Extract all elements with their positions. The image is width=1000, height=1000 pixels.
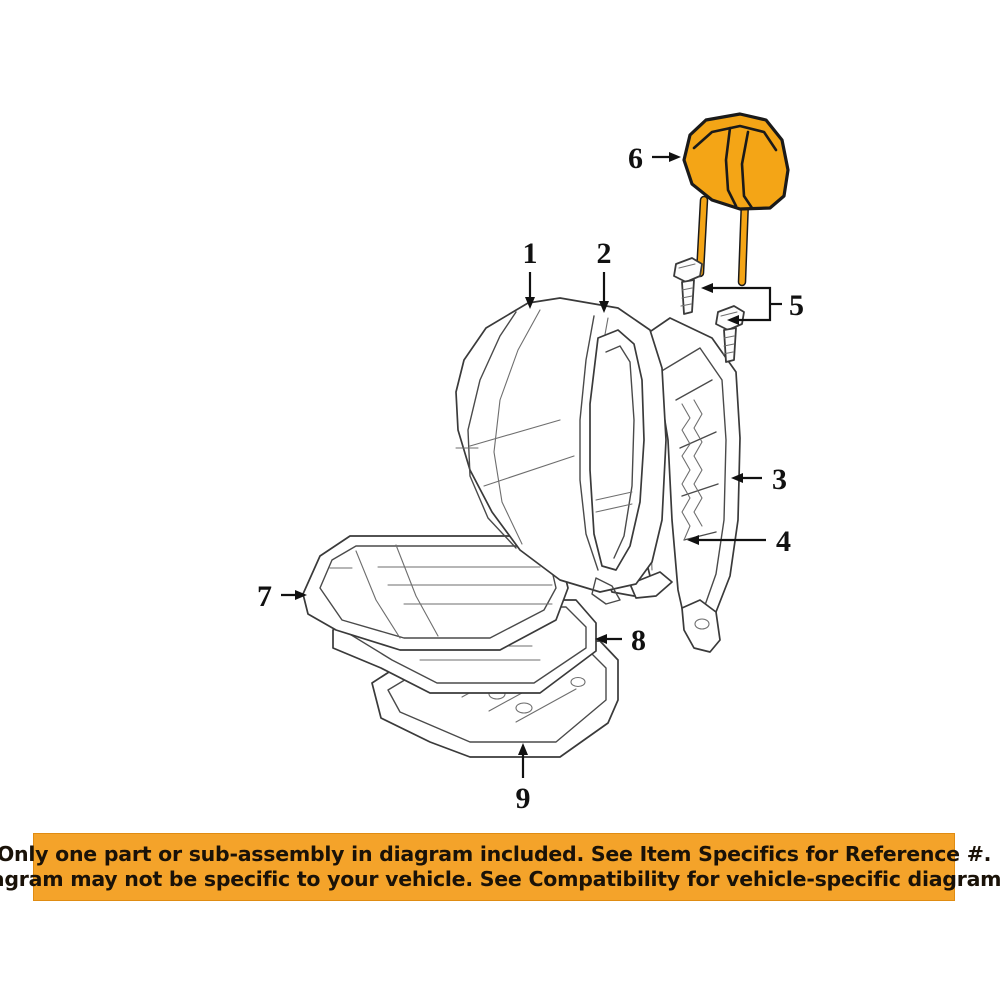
callout-9-label: 9 xyxy=(516,782,531,815)
callout-4: 4 xyxy=(687,525,791,558)
callout-1: 1 xyxy=(523,237,538,309)
notice-line-1: Only one part or sub-assembly in diagram… xyxy=(0,841,992,866)
callout-5-label: 5 xyxy=(789,289,804,322)
callout-1-label: 1 xyxy=(523,237,538,270)
headrest-assembly xyxy=(682,112,790,287)
callout-7-label: 7 xyxy=(257,580,272,613)
callout-3-label: 3 xyxy=(772,463,787,496)
notice-line-2: Diagram may not be specific to your vehi… xyxy=(0,866,1000,891)
callout-8-label: 8 xyxy=(631,624,646,657)
callout-6: 6 xyxy=(628,142,681,175)
seat-back-cover xyxy=(455,297,667,605)
notice-banner: Only one part or sub-assembly in diagram… xyxy=(0,833,1000,901)
callout-2: 2 xyxy=(597,237,612,313)
callout-7: 7 xyxy=(257,580,307,613)
callout-3: 3 xyxy=(731,463,787,496)
seat-cushion-cover xyxy=(302,535,569,651)
callout-9: 9 xyxy=(516,743,531,815)
bolt-upper xyxy=(673,257,703,315)
callout-2-label: 2 xyxy=(597,237,612,270)
callout-5: 5 xyxy=(701,283,804,325)
callout-4-label: 4 xyxy=(776,525,791,558)
callout-6-label: 6 xyxy=(628,142,643,175)
callout-8: 8 xyxy=(595,624,646,657)
